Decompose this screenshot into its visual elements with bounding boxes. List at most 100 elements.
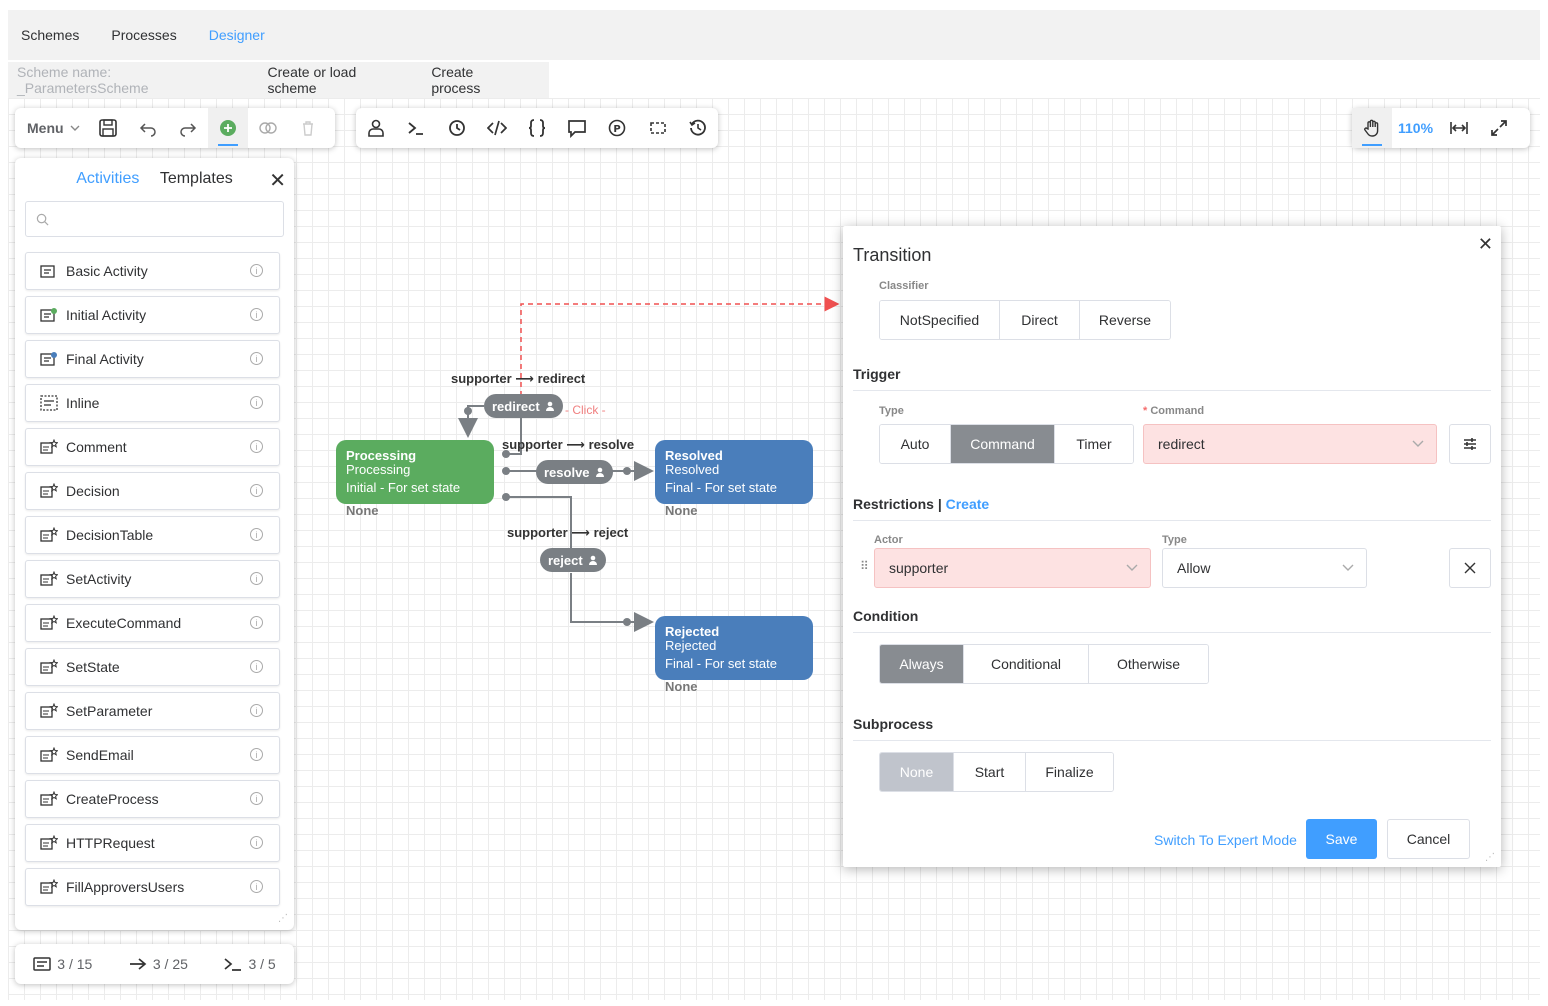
commands-icon[interactable] [396,108,436,148]
palette-item[interactable]: SetParameter i [25,692,280,730]
subprocess-none[interactable]: None [880,753,954,791]
parameters-json-icon[interactable] [517,108,557,148]
close-icon[interactable]: ✕ [269,170,286,192]
localization-icon[interactable] [557,108,597,148]
fullscreen-icon[interactable] [1479,108,1519,148]
actors-icon[interactable] [356,108,396,148]
zoom-level[interactable]: 110% [1398,120,1434,136]
reject-command-pill[interactable]: reject [540,548,606,572]
info-icon[interactable]: i [250,484,263,497]
create-process-link[interactable]: Create process [431,64,481,96]
node-name: Rejected [665,624,720,639]
classifier-reverse[interactable]: Reverse [1080,301,1170,339]
classifier-direct[interactable]: Direct [1000,301,1080,339]
redirect-transition-line[interactable] [468,405,522,454]
search-input[interactable] [25,201,284,237]
command-settings-button[interactable] [1449,424,1491,464]
nav-designer[interactable]: Designer [208,27,265,43]
palette-item-label: SetParameter [66,703,153,719]
subprocess-start[interactable]: Start [954,753,1026,791]
code-actions-icon[interactable] [477,108,517,148]
history-icon[interactable] [678,108,718,148]
redo-icon[interactable] [168,108,208,148]
tab-templates[interactable]: Templates [159,170,233,187]
info-icon[interactable]: i [250,396,263,409]
info-icon[interactable]: i [250,616,263,629]
info-icon[interactable]: i [250,264,263,277]
restrictions-create-link[interactable]: Create [945,496,990,512]
toggle-icon[interactable] [248,108,288,148]
classifier-segmented: NotSpecified Direct Reverse [879,300,1171,340]
nav-schemes[interactable]: Schemes [21,27,80,43]
nav-processes[interactable]: Processes [111,27,177,43]
info-icon[interactable]: i [250,440,263,453]
trigger-auto[interactable]: Auto [880,425,951,463]
remove-restriction-button[interactable] [1449,548,1491,588]
info-icon[interactable]: i [250,880,263,893]
info-icon[interactable]: i [250,836,263,849]
cancel-button[interactable]: Cancel [1387,819,1470,859]
condition-always[interactable]: Always [880,645,964,683]
condition-conditional[interactable]: Conditional [964,645,1089,683]
hand-pan-icon[interactable] [1352,108,1392,148]
create-load-scheme-link[interactable]: Create or load scheme [267,64,357,96]
command-select[interactable]: redirect [1143,424,1437,464]
info-icon[interactable]: i [250,528,263,541]
final-activity-icon [40,351,58,367]
close-icon[interactable]: ✕ [1477,234,1493,254]
redirect-command-pill[interactable]: redirect [484,394,563,418]
fit-width-icon[interactable] [1439,108,1479,148]
activity-node-resolved[interactable]: Resolved Resolved Final - For set state [655,440,813,504]
classifier-notspecified[interactable]: NotSpecified [880,301,1000,339]
resize-handle-icon[interactable]: ⋰ [278,913,288,924]
condition-otherwise[interactable]: Otherwise [1089,645,1208,683]
info-icon[interactable]: i [250,704,263,717]
subprocess-segmented: None Start Finalize [879,752,1114,792]
undo-icon[interactable] [128,108,168,148]
scheme-name-input[interactable]: Scheme name: _ParametersScheme [17,64,149,96]
selection-icon[interactable] [638,108,678,148]
info-icon[interactable]: i [250,792,263,805]
resolve-transition-label: supporter ⟶ resolve [502,437,635,452]
activity-node-processing[interactable]: Processing Processing Initial - For set … [336,440,494,504]
restriction-type-select[interactable]: Allow [1162,548,1367,588]
menu-dropdown[interactable]: Menu [15,108,88,148]
process-parameters-icon[interactable]: P [597,108,637,148]
info-icon[interactable]: i [250,352,263,365]
send-email-icon [40,747,58,763]
resolve-command-pill[interactable]: resolve [536,460,613,484]
trigger-command[interactable]: Command [951,425,1055,463]
add-element-icon[interactable] [207,108,248,148]
save-button[interactable]: Save [1306,819,1377,859]
chevron-down-icon [1412,440,1424,447]
timers-icon[interactable] [437,108,477,148]
info-icon[interactable]: i [250,308,263,321]
trigger-timer[interactable]: Timer [1055,425,1133,463]
tab-activities[interactable]: Activities [76,170,140,187]
activity-node-rejected[interactable]: Rejected Rejected Final - For set state [655,616,813,680]
switch-expert-mode-link[interactable]: Switch To Expert Mode [1154,832,1297,848]
subprocess-finalize[interactable]: Finalize [1026,753,1113,791]
resize-handle-icon[interactable]: ⋰ [1485,852,1495,863]
actor-select[interactable]: supporter [874,548,1151,588]
info-icon[interactable]: i [250,748,263,761]
info-icon[interactable]: i [250,572,263,585]
delete-icon[interactable] [288,108,328,148]
info-icon[interactable]: i [250,660,263,673]
drag-handle-icon[interactable]: ⠿ [860,559,869,573]
save-icon[interactable] [88,108,128,148]
